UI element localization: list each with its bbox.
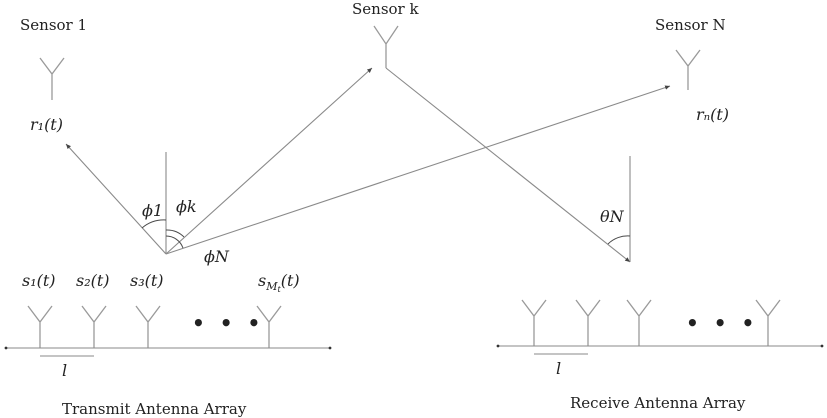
phi1-arc [141,219,167,229]
receive-spacing-label: l [556,359,561,378]
ray-to-sensor-k [165,67,373,255]
receive-array-caption: Receive Antenna Array [570,394,746,412]
sMt-subsub: t [277,285,281,294]
phiN-arc [165,235,184,249]
receive-baseline-end [820,344,824,348]
transmit-antenna-mt [256,305,282,348]
transmit-spacing-label: l [62,361,67,380]
sensor-1-label: Sensor 1 [20,16,87,34]
sensor-k-antenna [373,25,399,68]
s3-label: s₃(t) [130,271,164,290]
sensor-1-antenna [39,57,65,100]
phik-label: ϕk [176,197,197,216]
transmit-ellipsis: • • • [192,311,264,335]
transmit-baseline-end [328,346,332,350]
phi1-label: ϕ1 [142,201,163,220]
receive-ellipsis: • • • [686,311,758,335]
thetaN-label: θN [600,207,625,226]
sensor-k-label: Sensor k [352,0,419,18]
s2-label: s₂(t) [76,271,110,290]
sMt-sub: M [265,280,278,293]
phik-arc [165,229,185,238]
receive-baseline-start [496,344,500,348]
sensor-n-label: Sensor N [655,16,726,34]
transmit-antenna-3 [135,305,161,348]
transmit-baseline-start [4,346,8,350]
transmit-antenna-2 [81,305,107,348]
sMt-label: sMt(t) [258,271,300,294]
ray-sensor-k-to-receive [385,67,631,263]
ray-to-sensor-n [165,85,671,255]
receive-antenna-2 [575,299,601,346]
s1-label: s₁(t) [22,271,56,290]
ray-to-sensor-1 [65,143,167,255]
phiN-label: ϕN [204,247,230,266]
receive-antenna-1 [521,299,547,346]
transmit-antenna-1 [27,305,53,348]
transmit-array-caption: Transmit Antenna Array [62,400,247,418]
receive-antenna-3 [626,299,652,346]
thetaN-arc [607,235,631,245]
receive-antenna-n [755,299,781,346]
r1-label: r₁(t) [30,115,63,134]
sensor-n-antenna [675,49,701,90]
rN-label: rₙ(t) [696,105,729,124]
